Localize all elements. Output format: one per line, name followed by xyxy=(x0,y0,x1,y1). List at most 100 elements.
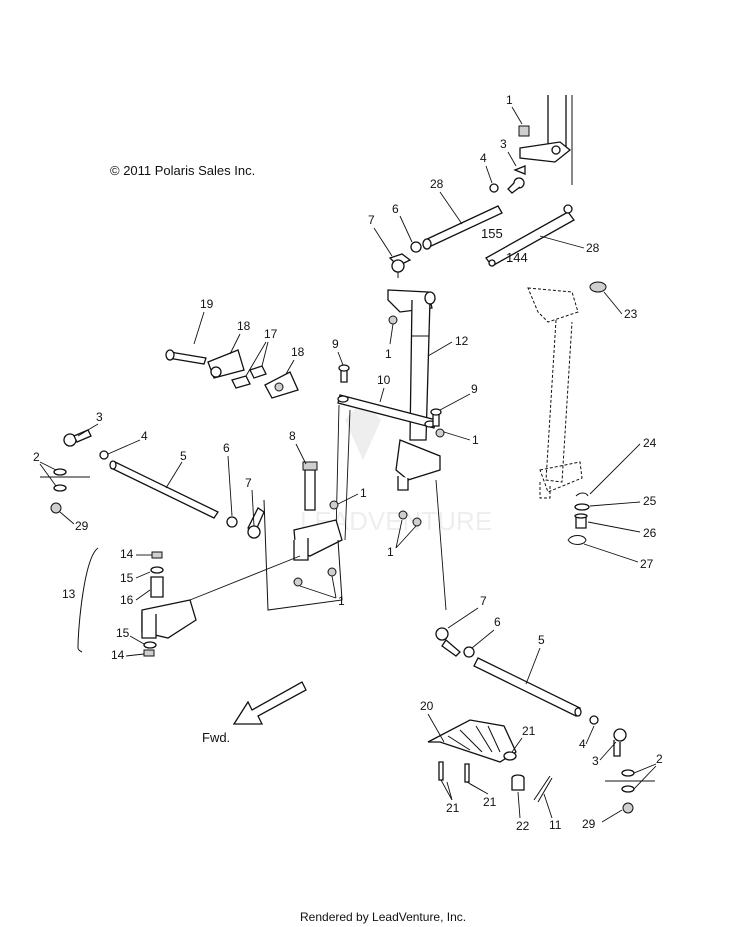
callout-18-b: 18 xyxy=(291,345,305,359)
copyright-text: © 2011 Polaris Sales Inc. xyxy=(110,163,255,178)
callout-25: 25 xyxy=(643,494,657,508)
callout-2-left: 2 xyxy=(33,450,40,464)
callout-13: 13 xyxy=(62,587,76,601)
callout-6-left: 6 xyxy=(223,441,230,455)
callout-21-b: 21 xyxy=(446,801,460,815)
forward-arrow-icon xyxy=(232,681,307,725)
callout-1: 1 xyxy=(506,93,513,107)
nut-29-right xyxy=(622,802,634,814)
callout-5-left: 5 xyxy=(180,449,187,463)
callout-3-right: 3 xyxy=(592,754,599,768)
callout-28-b: 28 xyxy=(586,241,600,255)
washers-2-right xyxy=(605,769,655,793)
tie-rod-end-3-left xyxy=(63,429,92,447)
nut-29-left xyxy=(50,502,62,514)
callout-11: 11 xyxy=(549,818,562,832)
tie-rod-end-7-left xyxy=(247,507,265,539)
tie-rod-28 xyxy=(422,205,503,250)
callout-6: 6 xyxy=(392,202,399,216)
nut-1-pitman xyxy=(329,500,339,510)
callout-7: 7 xyxy=(368,213,375,227)
sleeve-17 xyxy=(231,365,267,389)
nut-4-left xyxy=(99,450,109,460)
callout-23: 23 xyxy=(624,307,638,321)
upper-steering-post xyxy=(519,95,573,185)
callout-18: 18 xyxy=(237,319,251,333)
nut-1-top xyxy=(518,125,530,137)
footer-credit: Rendered by LeadVenture, Inc. xyxy=(300,910,466,924)
tie-rod-5-right xyxy=(473,657,582,717)
callout-4-right: 4 xyxy=(579,737,586,751)
nut-1-column xyxy=(388,315,398,325)
callout-1-c: 1 xyxy=(472,433,479,447)
bolt-19 xyxy=(165,349,207,365)
nut-4-right xyxy=(589,715,599,725)
screws-21 xyxy=(438,761,470,783)
nut-1-bracket xyxy=(435,428,445,438)
callout-8: 8 xyxy=(289,429,296,443)
callout-16: 16 xyxy=(120,593,134,607)
callout-2-right: 2 xyxy=(656,752,663,766)
nut-6-top xyxy=(410,241,422,253)
callout-17: 17 xyxy=(264,327,278,341)
callout-4-left: 4 xyxy=(141,429,148,443)
callout-14: 14 xyxy=(120,547,134,561)
callout-20: 20 xyxy=(420,699,434,713)
nut-1-pitman-b xyxy=(293,577,303,587)
guide-line-c xyxy=(435,479,447,611)
bushing-22 xyxy=(511,774,525,791)
bolt-9-right xyxy=(430,408,442,427)
nut-4-top xyxy=(489,183,499,193)
snap-ring-27 xyxy=(567,535,587,545)
callout-1-f: 1 xyxy=(387,545,394,559)
nut-6-left xyxy=(226,516,238,528)
cotter-pin-11 xyxy=(533,775,553,803)
callout-28: 28 xyxy=(430,177,444,191)
callout-29-right: 29 xyxy=(582,817,596,831)
pivot-group-13 xyxy=(77,547,301,657)
callout-19: 19 xyxy=(200,297,214,311)
bushing-26 xyxy=(574,513,588,529)
callout-14-b: 14 xyxy=(111,648,125,662)
steering-column-12 xyxy=(387,289,441,491)
callout-24: 24 xyxy=(643,436,657,450)
callout-6-right: 6 xyxy=(494,615,501,629)
nut-6-right xyxy=(463,646,475,658)
nut-1-lower-b xyxy=(412,517,422,527)
callout-9-b: 9 xyxy=(471,382,478,396)
callout-3-left: 3 xyxy=(96,410,103,424)
callout-21-c: 21 xyxy=(483,795,497,809)
guide-line-a xyxy=(335,404,340,536)
tie-rod-5-left xyxy=(109,460,219,519)
callouts: 1 3 4 28 6 7 28 23 19 18 17 18 9 1 12 10… xyxy=(33,93,663,833)
callout-22: 22 xyxy=(516,819,530,833)
callout-9: 9 xyxy=(332,337,339,351)
callout-1-e: 1 xyxy=(338,594,345,608)
tie-rod-end-top xyxy=(507,165,526,194)
tie-rod-28-alt xyxy=(485,204,575,267)
callout-1-d: 1 xyxy=(360,486,367,500)
pitman-arm-8 xyxy=(263,461,343,611)
guide-line-b xyxy=(344,409,351,541)
tie-rod-end-7-top xyxy=(388,253,412,278)
callout-27: 27 xyxy=(640,557,654,571)
callout-10: 10 xyxy=(377,373,391,387)
dimension-155: 155 xyxy=(481,226,503,241)
callout-21: 21 xyxy=(522,724,536,738)
nut-1-lower-a xyxy=(398,510,408,520)
callout-12: 12 xyxy=(455,334,469,348)
guard-20 xyxy=(427,719,517,763)
bolt-9-left xyxy=(338,364,350,383)
tie-rod-end-3-right xyxy=(613,728,627,757)
forward-label: Fwd. xyxy=(202,730,230,745)
link-18-upper xyxy=(207,349,245,379)
callout-5-right: 5 xyxy=(538,633,545,647)
callout-7-right: 7 xyxy=(480,594,487,608)
callout-15: 15 xyxy=(120,571,134,585)
dimension-144: 144 xyxy=(506,250,528,265)
callout-7-left: 7 xyxy=(245,476,252,490)
washer-25 xyxy=(574,503,590,511)
callout-3: 3 xyxy=(500,137,507,151)
clip-24 xyxy=(575,492,589,497)
